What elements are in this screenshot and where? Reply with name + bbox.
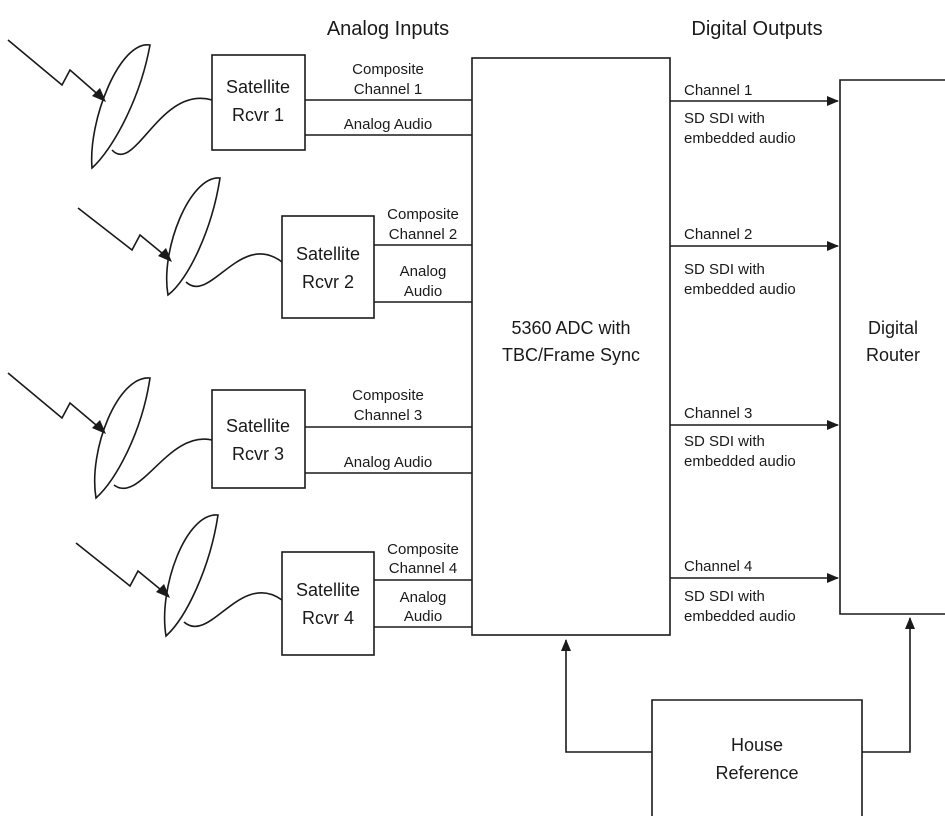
satellite-dish-icon (90, 44, 213, 170)
output-desc-label: SD SDI with (684, 110, 765, 127)
receiver-label: Rcvr 4 (302, 608, 354, 628)
lightning-signal-icon (7, 372, 106, 434)
audio-label: Analog (400, 263, 447, 280)
video-label: Composite (387, 206, 459, 223)
reference-arrow-adc (561, 639, 652, 753)
analog-inputs-header: Analog Inputs (327, 18, 449, 40)
receiver-label: Rcvr 3 (232, 444, 284, 464)
reference-arrow-router (862, 617, 915, 753)
video-label: Channel 3 (354, 407, 422, 424)
audio-label: Analog (400, 589, 447, 606)
house-reference-label: Reference (715, 763, 798, 783)
lightning-signal-icon (7, 39, 106, 102)
router-label: Digital (868, 318, 918, 338)
output-channel-label: Channel 2 (684, 226, 752, 243)
adc-box: 5360 ADC with TBC/Frame Sync (471, 57, 671, 636)
audio-label: Analog Audio (344, 116, 432, 133)
audio-label: Audio (404, 608, 442, 625)
satellite-receiver-4: Satellite Rcvr 4 (281, 551, 375, 656)
router-label: Router (866, 345, 920, 365)
digital-router-box: Digital Router (839, 79, 945, 615)
output-desc-label: embedded audio (684, 281, 796, 298)
output-channel-label: Channel 3 (684, 405, 752, 422)
satellite-dish-icon (94, 377, 213, 500)
receiver-label: Rcvr 2 (302, 272, 354, 292)
lightning-signal-icon (75, 542, 170, 598)
output-channel-label: Channel 1 (684, 82, 752, 99)
satellite-receiver-2: Satellite Rcvr 2 (281, 215, 375, 319)
satellite-dish-icon (163, 514, 283, 638)
adc-label: 5360 ADC with (511, 318, 630, 338)
satellite-dish-icon (166, 177, 283, 297)
output-desc-label: embedded audio (684, 453, 796, 470)
video-label: Composite (352, 61, 424, 78)
output-desc-label: SD SDI with (684, 433, 765, 450)
receiver-label: Satellite (296, 580, 360, 600)
house-reference-box: House Reference (651, 699, 863, 816)
video-label: Composite (352, 387, 424, 404)
video-label: Composite (387, 541, 459, 558)
audio-label: Audio (404, 283, 442, 300)
output-desc-label: embedded audio (684, 130, 796, 147)
satellite-receiver-3: Satellite Rcvr 3 (211, 389, 306, 489)
digital-outputs-header: Digital Outputs (691, 18, 822, 40)
output-channel-label: Channel 4 (684, 558, 752, 575)
receiver-label: Satellite (296, 244, 360, 264)
output-desc-label: embedded audio (684, 608, 796, 625)
video-label: Channel 1 (354, 81, 422, 98)
house-reference-label: House (731, 735, 783, 755)
output-desc-label: SD SDI with (684, 261, 765, 278)
adc-label: TBC/Frame Sync (502, 345, 640, 365)
receiver-label: Rcvr 1 (232, 105, 284, 125)
audio-label: Analog Audio (344, 454, 432, 471)
satellite-receiver-1: Satellite Rcvr 1 (211, 54, 306, 151)
video-label: Channel 2 (389, 226, 457, 243)
receiver-label: Satellite (226, 416, 290, 436)
lightning-signal-icon (77, 207, 172, 262)
receiver-label: Satellite (226, 77, 290, 97)
output-desc-label: SD SDI with (684, 588, 765, 605)
video-label: Channel 4 (389, 560, 457, 577)
